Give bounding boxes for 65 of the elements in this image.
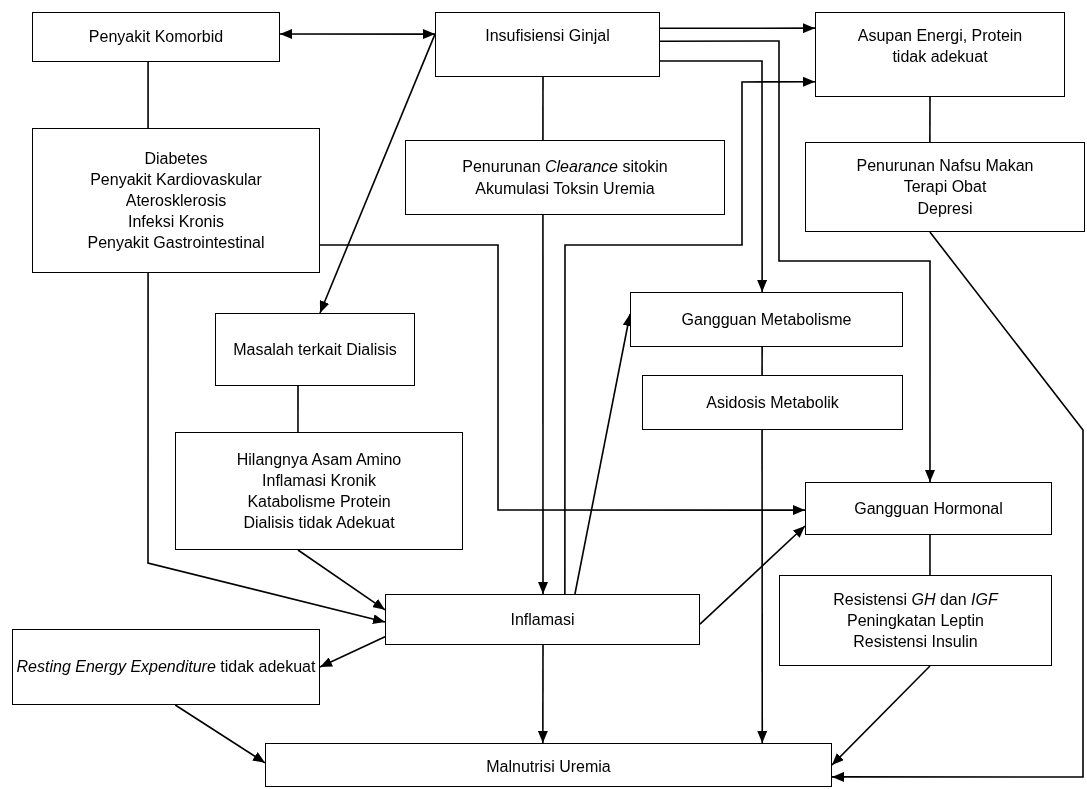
box-text: Inflamasi Kronik (262, 470, 376, 491)
arrow (297, 549, 386, 611)
process-box (215, 313, 415, 386)
box-text: Inflamasi (510, 609, 575, 630)
connector-line (929, 96, 931, 143)
arrow (319, 636, 386, 668)
box-text: Akumulasi Toksin Uremia (475, 178, 655, 199)
box-text: Insufisiensi Ginjal (485, 26, 610, 46)
box-text: Gangguan Hormonal (854, 498, 1003, 519)
arrow (831, 665, 931, 766)
arrow (537, 644, 548, 744)
connector-line (542, 76, 544, 141)
box-text: Depresi (917, 198, 973, 219)
box-text: Masalah terkait Dialisis (233, 339, 397, 360)
arrow (279, 29, 436, 40)
process-box (630, 292, 903, 347)
arrow (757, 429, 768, 744)
box-text: Penurunan Nafsu Makan (856, 156, 1034, 177)
box-text: Infeksi Kronis (127, 212, 224, 233)
process-box (779, 575, 1052, 666)
box-text: Resistensi GH dan IGF (833, 589, 998, 610)
box-text: Katabolisme Protein (247, 492, 391, 512)
process-box (805, 482, 1052, 535)
process-box (405, 140, 725, 215)
arrow (564, 76, 816, 595)
arrow (319, 244, 806, 516)
box-text: Resting Energy Expenditure tidak adekuat (16, 657, 316, 678)
process-box (32, 12, 280, 62)
box-text: Terapi Obat (903, 177, 987, 198)
arrow (174, 704, 266, 764)
arrow (319, 33, 436, 314)
box-text: Asupan Energi, Protein tidak adekuat (856, 26, 1024, 68)
arrow (147, 272, 386, 624)
box-text: Diabetes (144, 148, 208, 169)
connector-line (147, 61, 149, 129)
process-box (385, 594, 700, 645)
box-text: Gangguan Metabolisme (681, 309, 852, 330)
box-text: Resistensi Insulin (853, 632, 978, 653)
arrow (538, 214, 548, 595)
box-text: Aterosklerosis (125, 190, 227, 211)
box-text: Hilangnya Asam Amino (236, 449, 402, 470)
box-text: Penyakit Kardiovaskular (90, 169, 262, 190)
arrow (831, 231, 1084, 782)
box-text: Asidosis Metabolik (706, 392, 839, 413)
connector-line (761, 346, 763, 376)
process-box (265, 743, 832, 787)
process-box (435, 12, 660, 77)
process-box (815, 12, 1065, 97)
arrow (699, 525, 806, 625)
process-box (642, 375, 903, 430)
connector-line (929, 534, 931, 576)
arrow (659, 23, 816, 34)
connector-line (297, 385, 299, 433)
process-box (175, 432, 463, 550)
process-box (12, 629, 320, 705)
box-text: Penyakit Gastrointestinal (87, 233, 265, 254)
box-text: Penyakit Komorbid (88, 27, 224, 48)
arrow (659, 40, 935, 483)
box-text: Malnutrisi Uremia (486, 757, 611, 777)
box-text: Penurunan Clearance sitokin (462, 157, 668, 178)
box-text: Dialisis tidak Adekuat (243, 513, 395, 534)
process-box (32, 128, 320, 273)
arrow (659, 60, 768, 293)
box-text: Peningkatan Leptin (847, 610, 984, 631)
process-box (805, 142, 1085, 232)
